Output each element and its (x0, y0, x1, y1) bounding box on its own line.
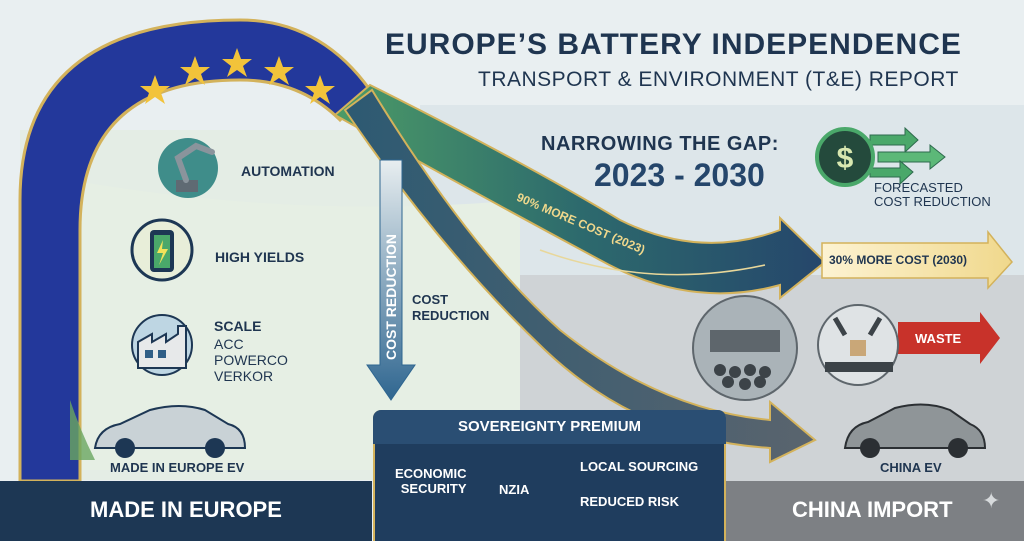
svg-text:$: $ (837, 142, 854, 175)
waste-arrow (898, 312, 1000, 364)
eu-car-icon (93, 405, 247, 449)
eu-arch (18, 18, 372, 483)
company-verkor: VERKOR (214, 368, 274, 384)
sovereignty-title: SOVEREIGNTY PREMIUM (457, 418, 642, 435)
waste-label: WASTE (915, 331, 962, 346)
footer-right (726, 481, 1024, 541)
cost-reduction-vertical-label: COST REDUCTION (383, 234, 399, 360)
company-acc: ACC (214, 336, 244, 352)
star-icon (222, 48, 252, 77)
cost-reduction-label: COST REDUCTION (412, 292, 490, 323)
footer-china-import: CHINA IMPORT (792, 497, 953, 522)
star-icon (180, 56, 210, 85)
footer-left (0, 481, 372, 541)
robot-arm-icon (158, 138, 218, 198)
forecast-label: FORECASTED COST REDUCTION (874, 180, 991, 209)
china-import-arrow (343, 88, 817, 464)
company-powerco: POWERCO (214, 352, 288, 368)
high-yields-label: HIGH YIELDS (215, 249, 305, 265)
sparkle-icon: ✦ (982, 488, 1001, 513)
page-subtitle: TRANSPORT & ENVIRONMENT (T&E) REPORT (478, 68, 959, 91)
automation-label: AUTOMATION (241, 163, 335, 179)
gap-years: 2023 - 2030 (594, 157, 765, 193)
cost-reduction-arrow (366, 159, 416, 401)
dollar-icon (815, 127, 875, 187)
reduced-risk-label: REDUCED RISK (580, 494, 679, 509)
star-icon (264, 56, 294, 85)
star-icon (305, 75, 335, 104)
page-title: EUROPE’S BATTERY INDEPENDENCE (385, 28, 962, 61)
scale-label: SCALE (214, 318, 262, 334)
star-icon (140, 75, 170, 104)
eu-ev-label: MADE IN EUROPE EV (110, 460, 245, 475)
china-ev-label: CHINA EV (880, 460, 942, 475)
footer-made-in-europe: MADE IN EUROPE (90, 497, 282, 522)
china-car-icon (843, 403, 987, 449)
economic-security-label: ECONOMIC SECURITY (395, 466, 467, 496)
gap-title: NARROWING THE GAP: (541, 133, 779, 155)
local-sourcing-label: LOCAL SOURCING (580, 459, 699, 474)
nzia-badge: NZIA (499, 482, 530, 497)
cost-2030-arrow (821, 229, 1013, 290)
cost-2030-label: 30% MORE COST (2030) (829, 253, 968, 267)
sovereignty-header (373, 410, 726, 444)
